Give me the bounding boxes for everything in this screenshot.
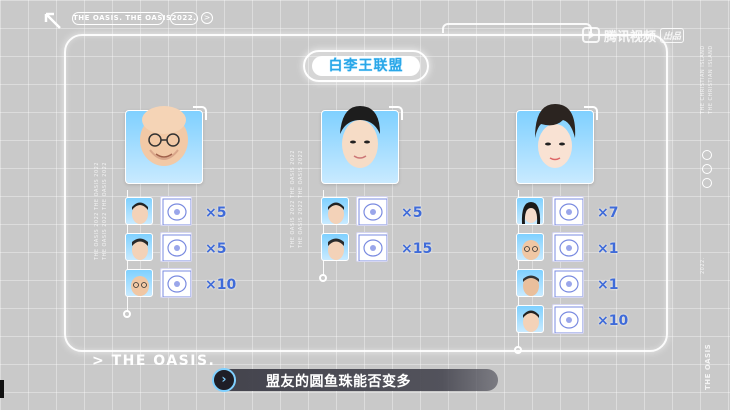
fish-card — [552, 232, 584, 262]
fish-card — [160, 268, 192, 298]
circle-icon — [702, 150, 712, 160]
member-avatar — [516, 305, 544, 333]
side-caption-year: 2022. — [700, 257, 706, 274]
member-count: ×7 — [597, 205, 619, 221]
member-count: ×1 — [597, 241, 619, 257]
frame-notch — [442, 23, 592, 33]
side-caption-right: THE CHRISTIAN ISLAND — [700, 45, 706, 114]
side-caption: THE OASIS 2022 THE OASIS 2022 — [290, 149, 296, 248]
fish-card — [160, 196, 192, 226]
alliance-panel — [64, 34, 668, 352]
leader-card — [125, 106, 207, 184]
leader-portrait — [340, 106, 380, 168]
member-count: ×5 — [205, 241, 227, 257]
side-caption: THE OASIS 2022 THE OASIS 2022 — [298, 149, 304, 248]
watermark-badge: 出品 — [660, 27, 685, 43]
member-count: ×10 — [205, 277, 237, 293]
member-count: ×15 — [401, 241, 433, 257]
circle-icon — [702, 178, 712, 188]
connector-dot — [319, 274, 327, 282]
fish-card — [356, 232, 388, 262]
circle-icon — [702, 164, 712, 174]
member-avatar — [321, 233, 349, 261]
connector-dot — [123, 310, 131, 318]
leader-card — [321, 106, 403, 184]
side-caption: THE OASIS 2022 THE OASIS 2022 — [102, 161, 108, 260]
leader-portrait — [535, 104, 576, 168]
member-avatar — [125, 233, 153, 261]
side-caption: THE OASIS 2022 THE OASIS 2022 — [94, 161, 100, 260]
subtitle-text: 盟友的圆鱼珠能否变多 — [266, 374, 411, 390]
member-avatar — [321, 197, 349, 225]
header-tag: THE OASIS. THE OASIS. — [72, 12, 174, 25]
member-avatar — [125, 197, 153, 225]
member-count: ×1 — [597, 277, 619, 293]
side-caption-oasis: THE OASIS — [704, 343, 712, 390]
member-count: ×5 — [205, 205, 227, 221]
fish-card — [160, 232, 192, 262]
oasis-label: > THE OASIS. — [92, 353, 216, 369]
fish-card — [552, 268, 584, 298]
member-avatar — [516, 233, 544, 261]
leader-portrait — [140, 106, 188, 166]
edge-strip — [0, 380, 4, 398]
member-avatar — [516, 197, 544, 225]
subtitle-bar — [218, 369, 498, 391]
member-count: ×5 — [401, 205, 423, 221]
fish-card — [552, 196, 584, 226]
fish-card — [356, 196, 388, 226]
connector-dot — [514, 346, 522, 354]
member-avatar — [125, 269, 153, 297]
chevron-right-icon: › — [212, 368, 236, 392]
member-count: ×10 — [597, 313, 629, 329]
alliance-title: 白李王联盟 — [312, 56, 420, 76]
leader-card — [516, 104, 598, 184]
arrow-logo-icon — [44, 12, 61, 29]
side-caption-right: THE CHRISTIAN ISLAND — [708, 45, 714, 114]
chevron-right-icon: > — [201, 12, 213, 24]
watermark-brand: 腾讯视频 — [604, 29, 657, 45]
title-pill: 白李王联盟 — [303, 50, 429, 82]
member-avatar — [516, 269, 544, 297]
fish-card — [552, 304, 584, 334]
header-year: 2022. — [170, 12, 198, 25]
